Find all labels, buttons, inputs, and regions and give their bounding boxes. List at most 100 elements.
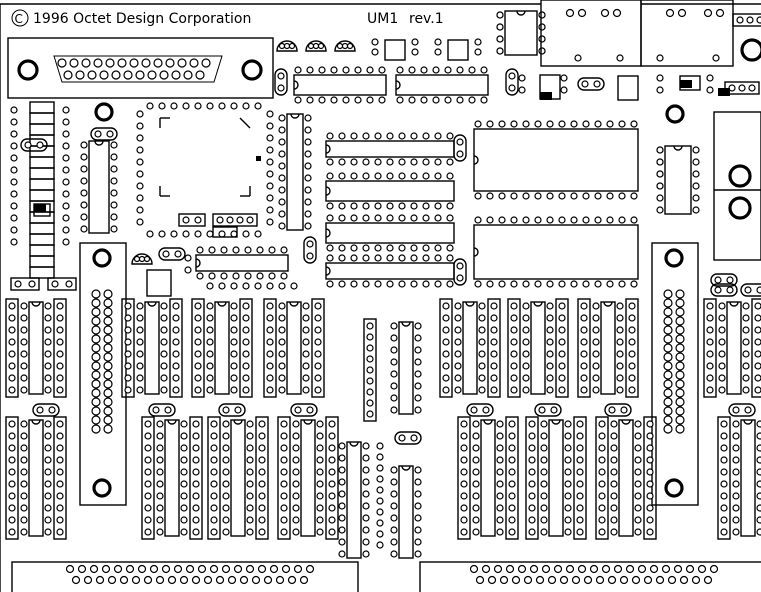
pad xyxy=(338,244,346,252)
pad xyxy=(663,370,673,380)
pad xyxy=(338,514,346,522)
pad xyxy=(230,374,238,382)
pad-row-vertical xyxy=(189,416,203,540)
pad xyxy=(742,362,750,370)
pad xyxy=(718,350,726,358)
ic-notch xyxy=(516,10,526,16)
pad xyxy=(258,420,266,428)
pad xyxy=(91,361,101,371)
pad xyxy=(422,172,430,180)
pad xyxy=(256,246,264,254)
ic-notch xyxy=(729,301,739,307)
pad xyxy=(83,575,93,585)
dip-ic-horizontal xyxy=(325,214,455,252)
crystal-outline xyxy=(146,269,172,297)
pad xyxy=(594,120,602,128)
pad xyxy=(414,406,422,414)
pad xyxy=(446,202,454,210)
pad-row-vertical xyxy=(255,416,269,540)
pad xyxy=(182,102,190,110)
pad xyxy=(206,102,214,110)
pad xyxy=(456,262,464,270)
pad xyxy=(304,162,312,170)
pad xyxy=(316,456,324,464)
pad xyxy=(410,202,418,210)
pad xyxy=(468,96,476,104)
pad xyxy=(663,325,673,335)
pad xyxy=(580,362,588,370)
pad xyxy=(634,504,642,512)
pad xyxy=(675,325,685,335)
pad xyxy=(107,575,117,585)
pad xyxy=(210,516,218,524)
pad xyxy=(508,492,516,500)
pad xyxy=(472,468,480,476)
pad xyxy=(619,575,629,585)
pad xyxy=(318,66,326,74)
pad xyxy=(558,120,566,128)
pad xyxy=(685,564,695,574)
pad xyxy=(480,96,488,104)
pad xyxy=(594,192,602,200)
pad xyxy=(610,468,618,476)
pad xyxy=(56,314,64,322)
pad xyxy=(754,302,761,310)
ic-body xyxy=(504,10,538,56)
capsule xyxy=(717,416,731,540)
pad xyxy=(720,528,728,536)
pad xyxy=(474,120,482,128)
pad xyxy=(362,454,370,462)
pad xyxy=(362,214,370,222)
pad xyxy=(374,280,382,288)
pad xyxy=(218,230,226,238)
pad xyxy=(258,528,266,536)
transistor-footprint xyxy=(276,40,298,52)
pad xyxy=(663,316,673,326)
pad xyxy=(280,432,288,440)
pad xyxy=(720,420,728,428)
pad xyxy=(496,432,504,440)
pad xyxy=(490,350,498,358)
pad xyxy=(258,480,266,488)
pad-row-vertical xyxy=(555,298,569,398)
dip-ic-vertical xyxy=(136,301,168,395)
capacitor-footprint xyxy=(218,403,246,417)
pad xyxy=(454,374,462,382)
crystal-outline xyxy=(447,39,469,61)
to92-outline xyxy=(334,40,356,52)
pad-row-vertical xyxy=(53,298,67,398)
pad xyxy=(314,338,322,346)
pad xyxy=(91,406,101,416)
pad xyxy=(338,158,346,166)
pad-row-vertical xyxy=(10,106,18,246)
pad xyxy=(390,394,398,402)
pad xyxy=(398,254,406,262)
pad xyxy=(56,528,64,536)
pad xyxy=(663,379,673,389)
pad xyxy=(490,338,498,346)
capsule xyxy=(555,298,569,398)
capacitor-footprint xyxy=(453,258,467,286)
pad xyxy=(293,564,303,574)
pad xyxy=(754,374,761,382)
pad xyxy=(610,504,618,512)
pad xyxy=(80,177,88,185)
pad xyxy=(20,480,28,488)
resistor-body xyxy=(29,101,55,114)
capsule xyxy=(577,298,591,398)
pad xyxy=(129,58,139,68)
pad-row-vertical xyxy=(325,416,339,540)
pad xyxy=(414,394,422,402)
pad xyxy=(232,246,240,254)
pad xyxy=(618,216,626,224)
ic-notch xyxy=(473,155,479,165)
pad xyxy=(564,480,572,488)
pad xyxy=(362,158,370,166)
pad xyxy=(706,74,714,82)
pad xyxy=(570,216,578,224)
pad xyxy=(44,528,52,536)
pad xyxy=(20,468,28,476)
pad xyxy=(304,174,312,182)
pad xyxy=(306,66,314,74)
header-panel-left xyxy=(79,242,127,506)
